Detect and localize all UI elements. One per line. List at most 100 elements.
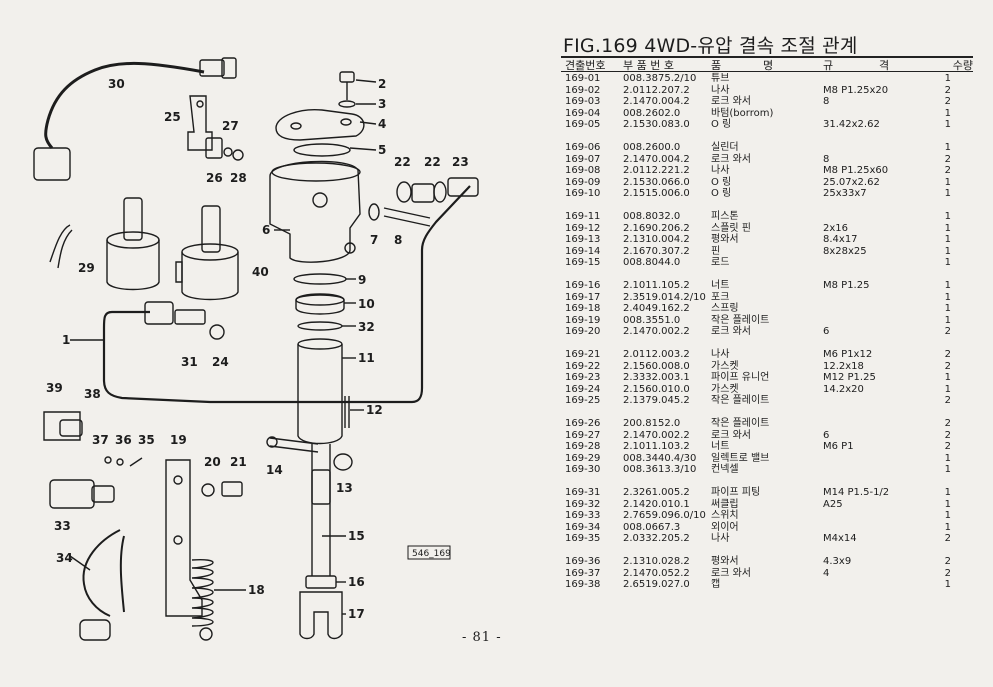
- part-name: 가스켓: [711, 360, 739, 372]
- callout-18: 18: [248, 583, 265, 597]
- part-name: 작은 플레이트: [711, 395, 770, 406]
- part-ref-number: 169-05: [565, 119, 601, 130]
- part-ref-number: 169-10: [565, 188, 601, 199]
- part-qty: 1: [944, 245, 951, 257]
- union-23: [447, 177, 479, 197]
- part-name: 실린더: [711, 142, 739, 153]
- part-number: 2.1470.004.2: [623, 96, 690, 107]
- callout-24: 24: [212, 355, 229, 369]
- part-ref-number: 169-16: [565, 280, 601, 291]
- washer-20: [201, 483, 215, 497]
- part-number: 2.1560.010.0: [623, 383, 690, 395]
- part-ref-number: 169-04: [565, 107, 601, 119]
- part-ref-number: 169-25: [565, 395, 601, 406]
- part-ref-number: 169-13: [565, 234, 601, 245]
- part-qty: 1: [944, 372, 951, 383]
- part-name: 외이어: [711, 521, 739, 533]
- part-qty: 2: [944, 153, 951, 165]
- col-header-qty: 수량: [952, 59, 973, 72]
- switch-33: [49, 479, 95, 509]
- part-number: 008.8044.0: [623, 257, 681, 268]
- tube-1: [102, 185, 471, 404]
- part-name: 로드: [711, 257, 730, 268]
- part-name: 스플릿 핀: [711, 222, 751, 234]
- callout-40: 40: [252, 265, 269, 279]
- part-number: 2.1470.052.2: [623, 567, 690, 579]
- part-qty: 1: [944, 487, 951, 498]
- page-number: - 81 -: [462, 630, 502, 645]
- part-ref-number: 169-22: [565, 360, 601, 372]
- part-spec: M6 P1x12: [823, 349, 873, 360]
- callout-19: 19: [170, 433, 187, 447]
- group-spacer: [561, 476, 973, 488]
- group-spacer: [561, 545, 973, 557]
- part-ref-number: 169-37: [565, 567, 601, 579]
- part-spec: M8 P1.25x20: [823, 84, 889, 96]
- col-header-part: 부 품 번 호: [623, 59, 674, 72]
- part-number: 2.1011.105.2: [623, 280, 690, 291]
- gasket-24: [209, 324, 225, 340]
- part-number: 2.0112.221.2: [623, 165, 690, 176]
- part-number: 2.1011.103.2: [623, 441, 690, 452]
- col-header-ref: 견출번호: [565, 59, 606, 72]
- part-qty: 1: [944, 291, 951, 303]
- group-spacer: [561, 407, 973, 419]
- part-name: 평와서: [711, 234, 739, 245]
- plate-19: [165, 459, 203, 617]
- fitting-31: [144, 301, 174, 325]
- part-spec: 25x33x7: [823, 188, 867, 199]
- part-ref-number: 169-38: [565, 579, 601, 590]
- part-spec: 31.42x2.62: [823, 119, 880, 130]
- callout-7: 7: [370, 233, 378, 247]
- part-number: 2.1560.008.0: [623, 360, 690, 372]
- callout-21: 21: [230, 455, 247, 469]
- part-ref-number: 169-09: [565, 176, 601, 188]
- part-ref-number: 169-03: [565, 96, 601, 107]
- washer-37: [104, 456, 112, 464]
- callout-33: 33: [54, 519, 71, 533]
- o-ring-5: [293, 143, 351, 157]
- part-qty: 1: [944, 176, 951, 188]
- part-ref-number: 169-08: [565, 165, 601, 176]
- part-ref-number: 169-32: [565, 498, 601, 510]
- rod-15: [311, 444, 331, 576]
- part-name: 나사: [711, 349, 730, 360]
- part-qty: 2: [944, 533, 951, 544]
- washer-3: [338, 100, 356, 108]
- part-ref-number: 169-29: [565, 452, 601, 464]
- part-spec: 12.2x18: [823, 360, 864, 372]
- part-number: 2.0332.205.2: [623, 533, 690, 544]
- part-spec: M4x14: [823, 533, 857, 544]
- figure-title: FIG.169 4WD-유압 결속 조절 관계: [563, 35, 858, 57]
- part-qty: 1: [944, 119, 951, 130]
- washer-36: [116, 458, 124, 466]
- part-ref-number: 169-18: [565, 303, 601, 314]
- part-qty: 2: [944, 418, 951, 429]
- cylinder-6: [269, 160, 361, 263]
- callout-25: 25: [164, 110, 181, 124]
- callout-15: 15: [348, 529, 365, 543]
- part-ref-number: 169-15: [565, 257, 601, 268]
- part-name: O 링: [711, 119, 732, 130]
- callout-10: 10: [358, 297, 375, 311]
- figure-reference: 546_169: [412, 549, 451, 559]
- part-spec: M8 P1.25: [823, 280, 870, 291]
- part-qty: 2: [944, 441, 951, 452]
- callout-17: 17: [348, 607, 365, 621]
- callout-4: 4: [378, 117, 386, 131]
- part-qty: 2: [944, 567, 951, 579]
- part-number: 2.1379.045.2: [623, 395, 690, 406]
- callout-38: 38: [84, 387, 101, 401]
